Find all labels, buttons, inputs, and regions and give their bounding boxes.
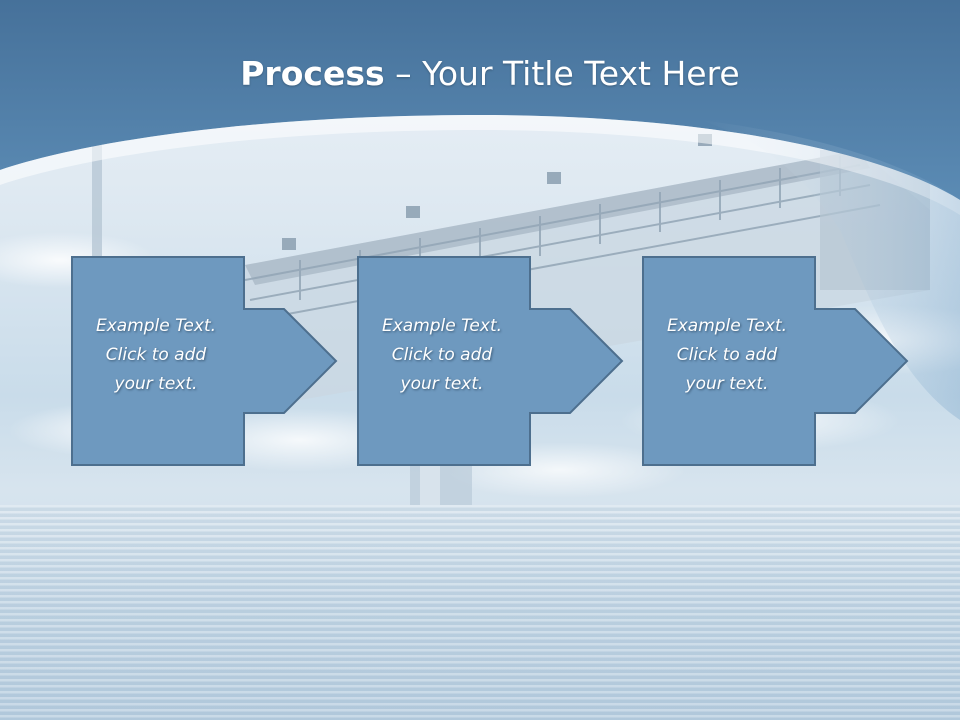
step-2-line-2: Click to add xyxy=(391,345,493,365)
title-rest: – Your Title Text Here xyxy=(384,54,740,93)
step-1-line-3: your text. xyxy=(114,374,198,394)
step-3-shape xyxy=(642,256,909,466)
step-1-text[interactable]: Example Text. Click to add your text. xyxy=(74,312,238,399)
step-2-text[interactable]: Example Text. Click to add your text. xyxy=(360,312,524,399)
step-3-text[interactable]: Example Text. Click to add your text. xyxy=(645,312,809,399)
step-3-line-2: Click to add xyxy=(676,345,778,365)
step-1-line-2: Click to add xyxy=(105,345,207,365)
process-step-1[interactable]: Example Text. Click to add your text. xyxy=(70,256,338,468)
water-reflection xyxy=(0,505,960,720)
process-step-3[interactable]: Example Text. Click to add your text. xyxy=(641,256,909,468)
step-1-shape xyxy=(71,256,338,466)
step-3-line-3: your text. xyxy=(685,374,769,394)
step-3-line-1: Example Text. xyxy=(666,316,788,336)
step-1-line-1: Example Text. xyxy=(95,316,217,336)
step-2-line-3: your text. xyxy=(400,374,484,394)
process-step-2[interactable]: Example Text. Click to add your text. xyxy=(356,256,624,468)
step-2-line-1: Example Text. xyxy=(381,316,503,336)
slide-title[interactable]: Process – Your Title Text Here xyxy=(0,52,960,96)
title-bold: Process xyxy=(240,54,385,93)
step-2-shape xyxy=(357,256,624,466)
